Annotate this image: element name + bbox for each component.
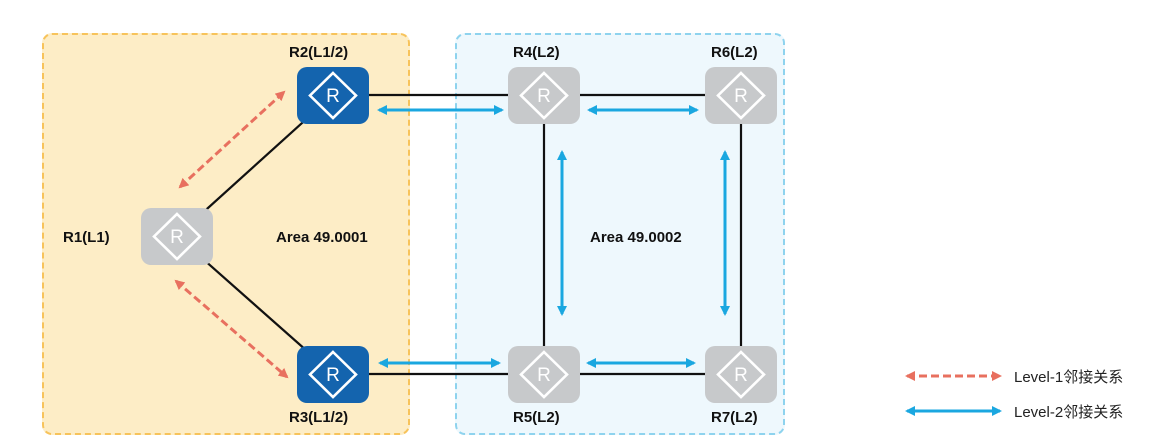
- svg-text:R: R: [537, 86, 551, 107]
- router-r3[interactable]: R: [297, 346, 369, 403]
- adjacency-l1-r1-r2: [178, 90, 286, 189]
- router-r1-label: R1(L1): [63, 229, 110, 246]
- router-icon: R: [152, 212, 202, 261]
- svg-text:R: R: [734, 86, 748, 107]
- svg-text:R: R: [326, 86, 340, 107]
- router-r7[interactable]: R: [705, 346, 777, 403]
- router-icon: R: [519, 350, 569, 399]
- router-r3-label: R3(L1/2): [289, 409, 349, 426]
- area-1-label: Area 49.0001: [276, 229, 368, 246]
- router-r5[interactable]: R: [508, 346, 580, 403]
- svg-text:R: R: [326, 365, 340, 386]
- svg-text:R: R: [537, 365, 551, 386]
- router-r7-label: R7(L2): [711, 409, 758, 426]
- router-r4-label: R4(L2): [513, 44, 560, 61]
- svg-text:R: R: [734, 365, 748, 386]
- router-r2-label: R2(L1/2): [289, 44, 349, 61]
- router-icon: R: [308, 71, 358, 120]
- router-r6[interactable]: R: [705, 67, 777, 124]
- legend-level2-label: Level-2邻接关系: [1014, 404, 1124, 421]
- svg-text:R: R: [170, 227, 184, 248]
- router-icon: R: [308, 350, 358, 399]
- router-r4[interactable]: R: [508, 67, 580, 124]
- area-2-label: Area 49.0002: [590, 229, 682, 246]
- router-r1[interactable]: R: [141, 208, 213, 265]
- router-r6-label: R6(L2): [711, 44, 758, 61]
- router-r2[interactable]: R: [297, 67, 369, 124]
- router-icon: R: [716, 71, 766, 120]
- router-icon: R: [716, 350, 766, 399]
- router-icon: R: [519, 71, 569, 120]
- router-r5-label: R5(L2): [513, 409, 560, 426]
- adjacency-l1-r1-r3: [174, 279, 289, 379]
- legend-level1-label: Level-1邻接关系: [1014, 369, 1124, 386]
